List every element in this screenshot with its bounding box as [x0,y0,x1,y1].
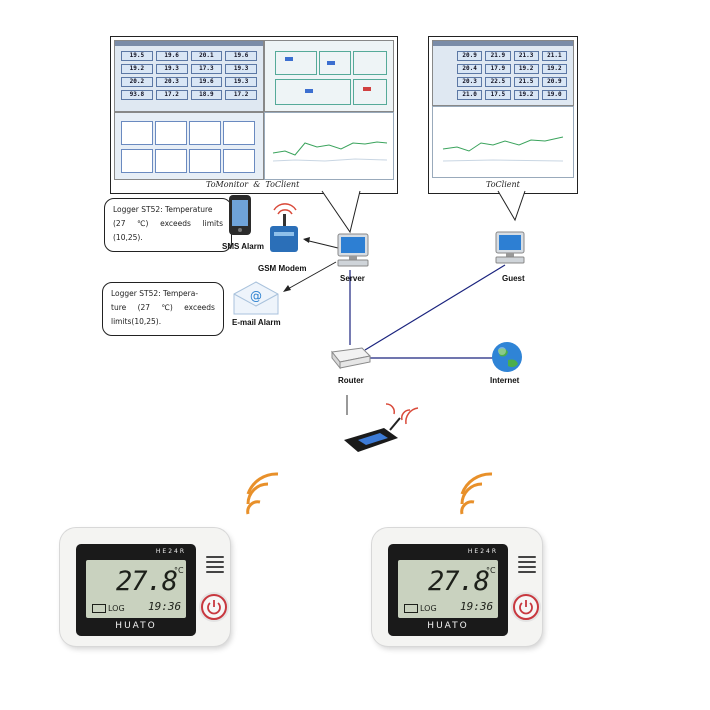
monitor-screen-thumbs [114,112,264,180]
sensor-value-cell: 20.9 [457,51,483,61]
sensor-value-cell: 93.8 [121,90,153,100]
sensor-value-cell: 19.3 [225,64,257,74]
sensor-value-cell: 18.9 [190,90,223,100]
sensor-value-cell: 21.3 [513,51,539,61]
sensor-value-cell: 17.3 [190,64,223,74]
sensor-value-cell: 19.3 [225,77,257,87]
guest-caption: ToClient [486,180,520,189]
router-icon [331,347,372,370]
sensor-value-cell: 19.2 [541,64,567,74]
speaker-vent [518,556,536,576]
sensor-value-cell: 21.0 [457,90,483,100]
brand-label: HUATO [115,621,157,631]
sensor-value-cell: 19.6 [155,51,188,61]
power-icon [207,600,221,615]
sensor-value-cell: 17.2 [225,90,257,100]
sensor-value-cell: 20.3 [457,77,483,87]
battery-icon [92,604,106,613]
power-button[interactable] [513,594,539,620]
log-indicator: LOG [108,604,125,613]
sensor-value-cell: 19.2 [513,90,539,100]
time-readout: 19:36 [148,600,182,613]
sensor-value-cell: 19.6 [225,51,257,61]
monitor-callout-tail [321,190,361,234]
email-envelope-icon: @ [233,281,279,315]
sensor-value-cell: 19.0 [541,90,567,100]
internet-globe-icon [492,342,522,372]
sensor-value-cell: 21.1 [541,51,567,61]
sensor-value-cell: 21.5 [513,77,539,87]
server-modem-arrow [304,239,339,249]
sensor-value-cell: 20.9 [541,77,567,87]
phone-icon [229,195,251,235]
gsm-modem-label: GSM Modem [258,264,307,273]
lcd-display: 27.8 °C LOG 19:36 [86,560,186,618]
data-logger-device-right: HE24R 27.8 °C LOG 19:36 HUATO [372,528,542,646]
gsm-modem-icon [270,203,298,252]
temperature-readout: 27.8 [428,566,490,597]
sensor-value-cell: 19.3 [155,64,188,74]
brand-label: HUATO [427,621,469,631]
sensor-value-cell: 19.2 [121,64,153,74]
server-label: Server [340,274,365,283]
sensor-value-cell: 17.5 [485,90,511,100]
device-model-label: HE24R [155,548,186,555]
sensor-value-cell: 20.1 [190,51,223,61]
email-message-bubble: Logger ST52: Tempera- ture(27℃)exceeds l… [102,282,224,336]
guest-label: Guest [502,274,525,283]
monitor-screen-chart [264,112,394,180]
guest-callout-tail [497,190,526,222]
sensor-value-cell: 20.4 [457,64,483,74]
sensor-value-cell: 17.2 [155,90,188,100]
sensor-value-cell: 17.9 [485,64,511,74]
wifi-wave-icon [460,472,493,515]
battery-icon [404,604,418,613]
sms-alarm-label: SMS Alarm [222,242,264,251]
sensor-value-cell: 19.2 [513,64,539,74]
sensor-value-cell: 19.6 [190,77,223,87]
svg-text:@: @ [250,289,262,303]
sensor-value-cell: 20.2 [121,77,153,87]
internet-label: Internet [490,376,520,385]
server-email-arrow [285,261,337,291]
email-alarm-label: E-mail Alarm [232,318,281,327]
device-front-panel: HE24R 27.8 °C LOG 19:36 HUATO [388,544,508,636]
temperature-unit: °C [486,566,496,575]
monitor-caption: ToMonitor & ToClient [206,180,300,189]
device-front-panel: HE24R 27.8 °C LOG 19:36 HUATO [76,544,196,636]
log-indicator: LOG [420,604,437,613]
power-button[interactable] [201,594,227,620]
router-label: Router [338,376,364,385]
sensor-value-cell: 20.3 [155,77,188,87]
power-icon [519,600,533,615]
wifi-wave-icon [246,472,279,515]
guest-computer-icon [495,231,525,264]
guest-screen-chart [432,106,574,178]
temperature-readout: 27.8 [116,566,178,597]
sensor-value-cell: 22.5 [485,77,511,87]
monitor-screen-floorplan [264,40,394,112]
temperature-unit: °C [174,566,184,575]
guest-router-link [364,264,506,351]
lcd-display: 27.8 °C LOG 19:36 [398,560,498,618]
sensor-value-cell: 19.5 [121,51,153,61]
data-logger-device-left: HE24R 27.8 °C LOG 19:36 HUATO [60,528,230,646]
device-model-label: HE24R [467,548,498,555]
sensor-value-cell: 21.9 [485,51,511,61]
wireless-base-station-icon [344,403,419,452]
time-readout: 19:36 [460,600,494,613]
speaker-vent [206,556,224,576]
server-computer-icon [337,233,369,267]
